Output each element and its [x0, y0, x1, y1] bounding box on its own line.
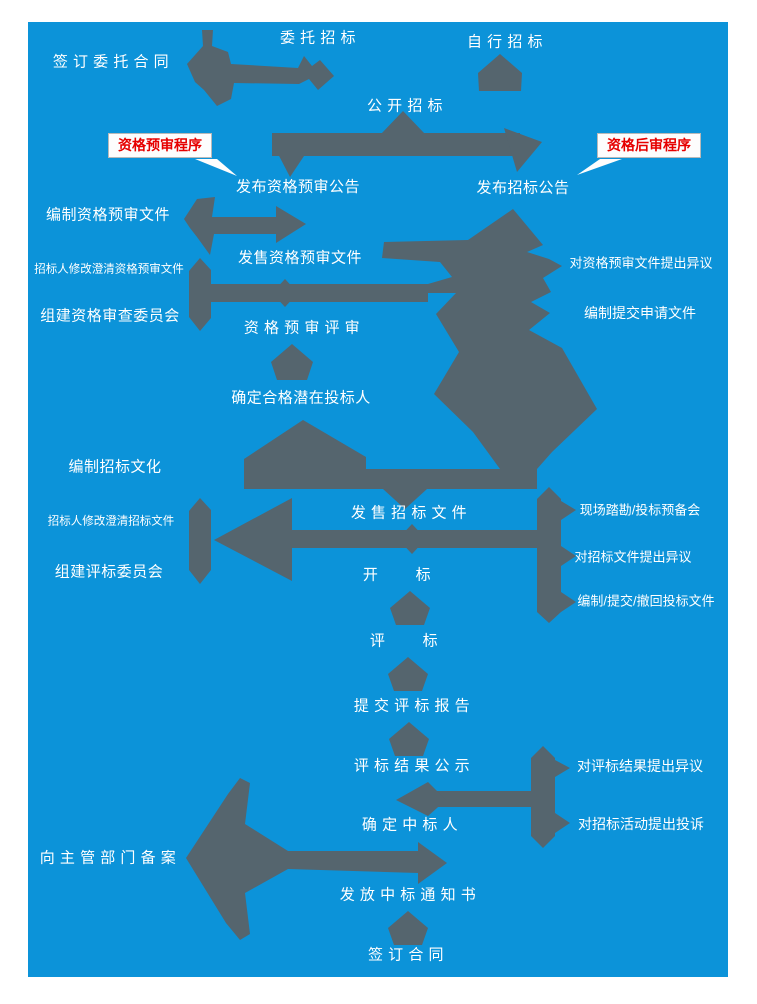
diagram-background — [28, 22, 728, 977]
node-prepare-submit-withdraw-bid: 编制/提交/撤回投标文件 — [577, 593, 715, 609]
arrow-report-to-publicity — [389, 722, 429, 756]
node-prepare-prequal-docs: 编制资格预审文件 — [45, 206, 171, 224]
arrow-prequal-docs-diamond — [272, 279, 298, 307]
arrow-sell-bid-docs-bar — [244, 469, 537, 489]
arrow-sell-bid-docs-down — [383, 489, 427, 509]
node-bid-evaluation: 评 标 — [369, 632, 439, 650]
arrow-right-tee-bid-docs — [537, 487, 576, 623]
node-form-eval-committee: 组建评标委员会 — [54, 563, 164, 581]
node-object-eval-result: 对评标结果提出异议 — [577, 758, 703, 774]
node-sell-bid-docs: 发 售 招 标 文 件 — [350, 504, 468, 522]
arrow-open-split-bar — [272, 133, 520, 156]
node-form-qual-review-committee: 组建资格审查委员会 — [40, 307, 180, 325]
node-entrust-bidding: 委 托 招 标 — [279, 29, 357, 47]
arrow-eval-result-tee-head — [396, 782, 446, 816]
arrow-prequal-announce-link — [184, 197, 306, 255]
callout-postqual-procedure: 资格后审程序 — [597, 133, 701, 158]
callout-prequal-procedure: 资格预审程序 — [108, 133, 212, 158]
callout-left-tail — [195, 159, 237, 176]
arrow-open-to-eval — [390, 591, 430, 625]
node-determine-qualified-bidders: 确定合格潜在投标人 — [231, 389, 371, 407]
arrow-bid-docs-tee-head — [214, 498, 292, 581]
node-object-prequal-docs: 对资格预审文件提出异议 — [569, 255, 713, 271]
arrow-bid-docs-tee-spine — [189, 498, 211, 584]
node-complain-bid-activity: 对招标活动提出投诉 — [578, 816, 704, 832]
node-modify-clarify-bid-docs: 招标人修改澄清招标文件 — [47, 515, 175, 528]
arrow-eval-result-tee-spine — [531, 746, 570, 848]
arrow-bid-docs-diamond — [398, 524, 426, 554]
node-prepare-bid-docs: 编制招标文化 — [68, 458, 162, 476]
callout-right-tail — [577, 159, 622, 175]
arrow-prequal-docs-tee — [189, 258, 428, 331]
node-submit-eval-report: 提 交 评 标 报 告 — [353, 697, 471, 715]
node-site-survey-meeting: 现场踏勘/投标预备会 — [579, 502, 701, 518]
arrow-central-mass — [382, 209, 597, 469]
node-eval-result-publicity: 评 标 结 果 公 示 — [353, 757, 471, 775]
arrow-self-bidding-down — [478, 54, 522, 91]
node-open-bidding: 公 开 招 标 — [366, 97, 444, 115]
node-prequal-review: 资 格 预 审 评 审 — [243, 319, 361, 337]
node-determine-winner: 确 定 中 标 人 — [361, 816, 459, 834]
arrow-prequal-review-down — [271, 344, 313, 380]
arrow-open-split-right-tip — [504, 128, 542, 172]
node-issue-win-notice: 发 放 中 标 通 知 书 — [339, 886, 477, 904]
arrow-entrust-link — [187, 30, 334, 106]
node-bid-opening: 开 标 — [362, 566, 432, 584]
arrow-record-link — [186, 778, 447, 940]
node-object-bid-docs: 对招标文件提出异议 — [574, 549, 692, 565]
node-sign-contract: 签 订 合 同 — [367, 946, 445, 964]
node-modify-clarify-prequal-docs: 招标人修改澄清资格预审文件 — [34, 263, 184, 276]
node-publish-prequal-announcement: 发布资格预审公告 — [235, 178, 361, 196]
node-self-bidding: 自 行 招 标 — [466, 33, 544, 51]
node-file-with-authority: 向 主 管 部 门 备 案 — [39, 849, 177, 867]
arrow-open-split-up-tri — [381, 111, 425, 134]
node-sign-entrust-contract: 签 订 委 托 合 同 — [52, 53, 170, 71]
node-publish-bid-announcement: 发布招标公告 — [476, 179, 570, 197]
arrow-notice-to-contract — [388, 911, 428, 945]
arrow-eval-result-tee-bar — [428, 791, 534, 807]
arrow-qualified-bidders-down — [244, 420, 366, 477]
arrow-open-split-left-tip — [276, 150, 308, 177]
node-sell-prequal-docs: 发售资格预审文件 — [237, 249, 363, 267]
arrow-eval-to-report — [388, 657, 428, 691]
node-prepare-submit-application: 编制提交申请文件 — [584, 305, 696, 321]
